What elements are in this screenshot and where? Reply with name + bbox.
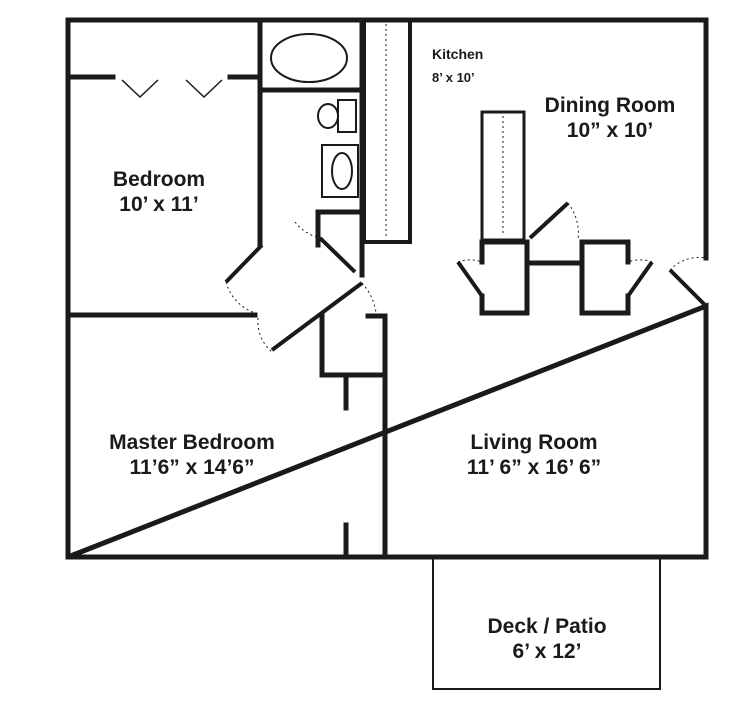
- dining-room-name: Dining Room: [545, 94, 676, 117]
- door-master-swing: [361, 282, 377, 314]
- wall-hall-closet: [319, 313, 388, 378]
- sink-basin-icon: [331, 152, 353, 190]
- door-bedroom: [224, 243, 264, 284]
- door-bath: [318, 236, 357, 274]
- living-room-name: Living Room: [470, 431, 597, 454]
- master-bedroom-name: Master Bedroom: [109, 431, 275, 454]
- dining-room-dimensions: 10” x 10’: [567, 119, 653, 142]
- door-closet-left: [456, 260, 484, 298]
- wall-bath-south: [315, 209, 361, 248]
- deck-patio-outline: [432, 556, 661, 690]
- door-pantry: [528, 201, 570, 240]
- bifold-door-left: [121, 79, 159, 99]
- kitchen-name: Kitchen: [432, 46, 483, 62]
- door-closet-left-swing: [457, 259, 483, 263]
- deck-patio-name: Deck / Patio: [487, 615, 606, 638]
- kitchen-dimensions: 8’ x 10’: [432, 70, 475, 85]
- master-bedroom-dimensions: 11’6” x 14’6”: [130, 456, 255, 479]
- room-labels: Kitchen 8’ x 10’ Dining Room 10” x 10’ B…: [109, 46, 675, 663]
- living-room-dimensions: 11’ 6” x 16’ 6”: [467, 456, 601, 479]
- door-closet-right-swing: [627, 259, 653, 263]
- deck-patio-dimensions: 6’ x 12’: [513, 640, 582, 663]
- door-master: [270, 281, 364, 352]
- kitchen-counter: [362, 18, 412, 244]
- bedroom-dimensions: 10’ x 11’: [119, 193, 198, 216]
- bathroom-fixtures: [270, 33, 359, 198]
- closet-right: [579, 239, 631, 316]
- closet-bifold-doors: [121, 79, 223, 99]
- bifold-door-right: [185, 79, 223, 99]
- door-closet-right: [626, 260, 654, 298]
- toilet-bowl-icon: [317, 103, 339, 129]
- bedroom-name: Bedroom: [113, 168, 205, 191]
- toilet-tank-icon: [337, 99, 357, 133]
- interior-walls: [65, 17, 631, 560]
- door-master-swing-2: [257, 317, 273, 353]
- doors: [224, 201, 708, 353]
- door-bedroom-swing: [225, 281, 256, 314]
- bathtub-icon: [270, 33, 348, 83]
- closet-left: [479, 239, 530, 316]
- door-entry-swing: [669, 256, 707, 271]
- door-pantry-swing: [567, 202, 579, 241]
- door-entry: [668, 268, 708, 308]
- door-bath-swing: [294, 221, 321, 239]
